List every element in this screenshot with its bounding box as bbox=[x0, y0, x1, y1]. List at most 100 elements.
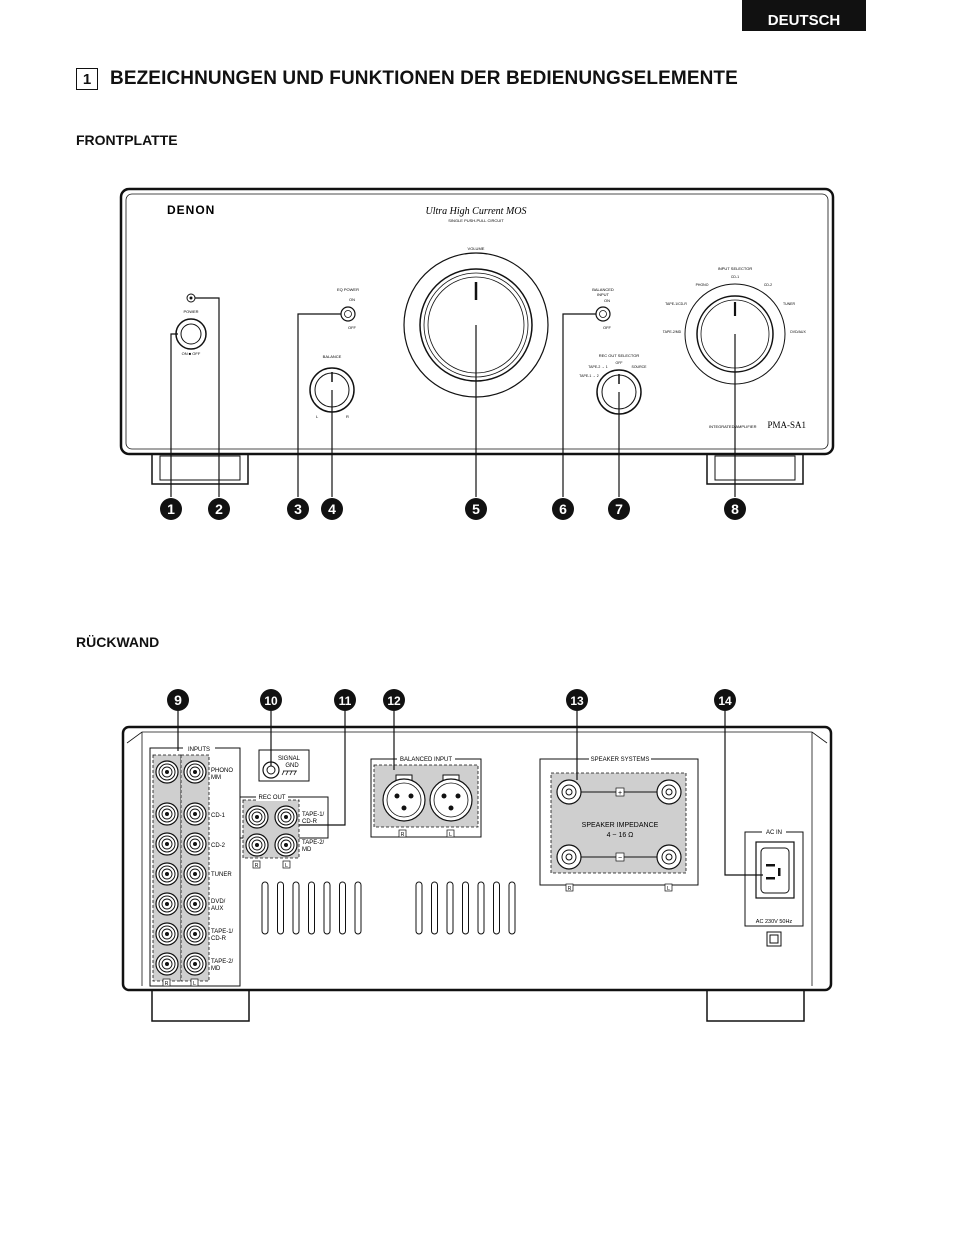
callout-10: 10 bbox=[260, 689, 282, 711]
rec-out-jacks bbox=[245, 805, 298, 857]
eq-on-label: ON bbox=[349, 297, 355, 302]
rec-out-tape2-1: TAPE-2/ bbox=[302, 840, 325, 846]
svg-text:R: R bbox=[401, 832, 405, 838]
callout-7: 7 bbox=[608, 498, 630, 520]
recout-l-label: L bbox=[282, 860, 291, 869]
speaker-terminal-l-minus[interactable] bbox=[656, 844, 682, 870]
recout-r-label: R bbox=[252, 860, 261, 869]
balanced-off-label: OFF bbox=[603, 325, 612, 330]
input-jack-dvd-l[interactable] bbox=[183, 892, 207, 916]
rec-out-tape1-1: TAPE-1/ bbox=[302, 812, 325, 818]
recout-jack-tape2-l[interactable] bbox=[274, 833, 298, 857]
input-jack-cd2-l[interactable] bbox=[183, 832, 207, 856]
balanced-input-label: BALANCED INPUT bbox=[400, 757, 452, 763]
svg-text:5: 5 bbox=[472, 501, 480, 517]
vent-slot bbox=[323, 881, 331, 935]
input-jack-tuner-r[interactable] bbox=[155, 862, 179, 886]
sel-tuner: TUNER bbox=[783, 302, 796, 306]
rec-out-label: REC OUT bbox=[259, 795, 286, 801]
speaker-l-label: L bbox=[664, 883, 673, 892]
vent-slot bbox=[277, 881, 284, 935]
vent-slot bbox=[462, 881, 469, 935]
vent-slot bbox=[431, 881, 438, 935]
front-chassis bbox=[119, 187, 835, 456]
sel-cd2: CD-2 bbox=[764, 283, 772, 287]
xlr-r[interactable] bbox=[382, 774, 426, 822]
balanced-label-1: BALANCED bbox=[592, 287, 614, 292]
xlr-l[interactable] bbox=[429, 774, 473, 822]
sel-tape1: TAPE-1/CD-R bbox=[665, 302, 687, 306]
vent-slot bbox=[261, 881, 269, 935]
svg-text:1: 1 bbox=[167, 501, 175, 517]
rec-out-tape2-2: MD bbox=[302, 847, 312, 853]
callout-5: 5 bbox=[465, 498, 487, 520]
input-label-phono-2: MM bbox=[211, 775, 221, 781]
rear-foot-right bbox=[706, 987, 805, 1022]
balanced-r-label: R bbox=[398, 829, 407, 838]
svg-text:R: R bbox=[255, 863, 259, 869]
balance-label: BALANCE bbox=[323, 354, 342, 359]
svg-text:10: 10 bbox=[264, 694, 278, 708]
input-label-dvd-2: AUX bbox=[211, 906, 223, 912]
section-number: 1 bbox=[76, 68, 98, 90]
speaker-systems-label: SPEAKER SYSTEMS bbox=[591, 757, 650, 763]
input-label-phono-1: PHONO bbox=[211, 768, 233, 774]
input-jack-phono-r[interactable] bbox=[155, 760, 179, 784]
callout-4: 4 bbox=[321, 498, 343, 520]
speaker-terminal-l-plus[interactable] bbox=[656, 779, 682, 805]
callout-2: 2 bbox=[208, 498, 230, 520]
input-jack-tuner-l[interactable] bbox=[183, 862, 207, 886]
speaker-terminal-r-plus[interactable] bbox=[556, 779, 582, 805]
rec-source: SOURCE bbox=[632, 365, 648, 369]
input-jack-cd2-r[interactable] bbox=[155, 832, 179, 856]
speaker-plus: + bbox=[618, 790, 622, 797]
input-label-cd2: CD-2 bbox=[211, 843, 226, 849]
input-jack-tape2-r[interactable] bbox=[155, 952, 179, 976]
rear-heading: RÜCKWAND bbox=[76, 634, 160, 650]
speaker-r-label: R bbox=[565, 883, 574, 892]
svg-text:R: R bbox=[568, 886, 572, 892]
input-jack-tape2-l[interactable] bbox=[183, 952, 207, 976]
vent-slot bbox=[493, 881, 500, 935]
sel-phono: PHONO bbox=[696, 283, 709, 287]
recout-jack-tape1-l[interactable] bbox=[274, 805, 298, 829]
input-jack-cd1-l[interactable] bbox=[183, 802, 207, 826]
recout-jack-tape2-r[interactable] bbox=[245, 833, 269, 857]
inputs-label: INPUTS bbox=[188, 747, 210, 753]
callout-9: 9 bbox=[167, 689, 189, 711]
input-jack-dvd-r[interactable] bbox=[155, 892, 179, 916]
input-label-dvd-1: DVD/ bbox=[211, 899, 226, 905]
svg-text:9: 9 bbox=[174, 692, 182, 708]
vent-slot bbox=[415, 881, 423, 935]
power-label: POWER bbox=[183, 309, 198, 314]
power-states: ON ■ OFF bbox=[182, 351, 201, 356]
input-jack-phono-l[interactable] bbox=[183, 760, 207, 784]
front-panel-diagram: DENON Ultra High Current MOS SINGLE PUSH… bbox=[119, 187, 835, 520]
vent-slot bbox=[508, 881, 516, 935]
input-jack-tape1-r[interactable] bbox=[155, 922, 179, 946]
vent-slot bbox=[292, 881, 300, 935]
input-jack-cd1-r[interactable] bbox=[155, 802, 179, 826]
sel-dvd: DVD/AUX bbox=[790, 330, 806, 334]
rec-out-label: REC OUT SELECTOR bbox=[599, 353, 640, 358]
recout-jack-tape1-r[interactable] bbox=[245, 805, 269, 829]
inputs-l-label: L bbox=[190, 978, 199, 987]
input-label-tape1-1: TAPE-1/ bbox=[211, 929, 234, 935]
language-tab: DEUTSCH bbox=[742, 0, 866, 31]
svg-text:8: 8 bbox=[731, 501, 739, 517]
rec-out-tape1-2: CD-R bbox=[302, 819, 318, 825]
section-title: BEZEICHNUNGEN UND FUNKTIONEN DER BEDIENU… bbox=[110, 68, 738, 89]
svg-text:3: 3 bbox=[294, 501, 302, 517]
svg-text:12: 12 bbox=[387, 694, 401, 708]
svg-text:13: 13 bbox=[570, 694, 584, 708]
vent-slot bbox=[446, 881, 454, 935]
input-jack-tape1-l[interactable] bbox=[183, 922, 207, 946]
svg-text:14: 14 bbox=[718, 694, 732, 708]
rear-panel-diagram: INPUTS PHONO MM CD-1 CD-2 TUNER DVD/ AUX… bbox=[121, 689, 833, 1022]
svg-text:2: 2 bbox=[215, 501, 223, 517]
speaker-terminal-r-minus[interactable] bbox=[556, 844, 582, 870]
front-heading: FRONTPLATTE bbox=[76, 132, 178, 148]
svg-text:6: 6 bbox=[559, 501, 567, 517]
callout-13: 13 bbox=[566, 689, 588, 711]
brand-logo: DENON bbox=[167, 203, 215, 217]
